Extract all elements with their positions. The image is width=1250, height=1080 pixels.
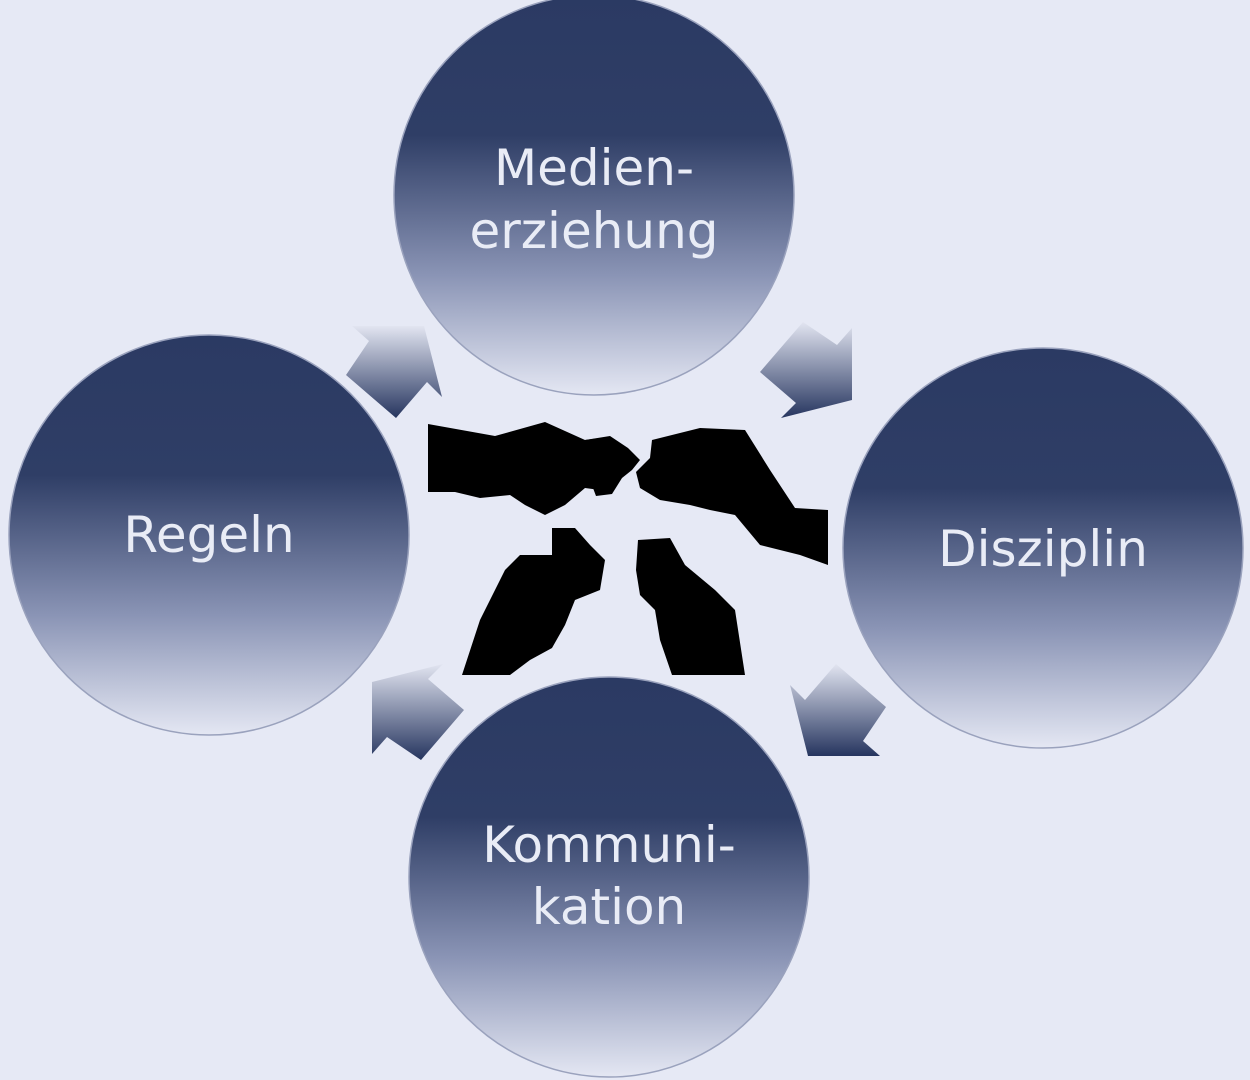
node-medienerziehung: Medien- erziehung <box>393 0 795 396</box>
puzzle-piece-top-left <box>585 436 640 496</box>
puzzle-hands-icon <box>428 422 828 675</box>
hand-top-right <box>636 428 828 565</box>
hand-top-left <box>428 422 630 515</box>
node-circle <box>393 0 795 396</box>
arrow-regeln-to-medien-icon <box>346 326 442 418</box>
node-label: Regeln <box>123 506 294 564</box>
node-regeln: Regeln <box>8 334 410 736</box>
node-circle <box>408 676 810 1078</box>
node-circle <box>842 347 1244 749</box>
node-label-line-2: erziehung <box>469 202 718 260</box>
node-disziplin: Disziplin <box>842 347 1244 749</box>
node-label-line-2: kation <box>532 878 687 936</box>
arrow-disziplin-to-kommunikation-icon <box>790 664 886 756</box>
node-label-line-1: Medien- <box>494 139 694 197</box>
arrow-kommunikation-to-regeln-icon <box>372 664 464 760</box>
arrow-medien-to-disziplin-icon <box>760 322 852 418</box>
hand-bottom-right <box>636 538 745 675</box>
hand-bottom-left <box>462 528 605 675</box>
node-circle <box>8 334 410 736</box>
node-kommunikation: Kommuni- kation <box>408 676 810 1078</box>
node-label: Disziplin <box>938 520 1148 578</box>
node-label-line-1: Kommuni- <box>482 816 736 874</box>
